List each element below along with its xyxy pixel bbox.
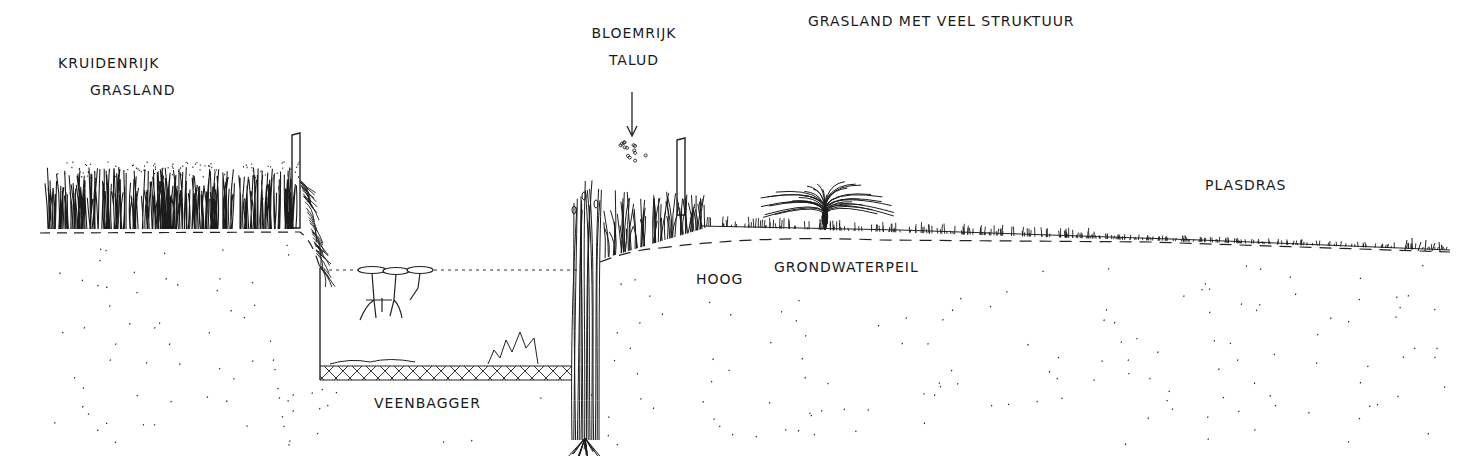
ground-surface [40,232,320,268]
soil-stipple [54,245,1445,445]
reed [569,180,602,456]
label: KRUIDENRIJK GRASLAND [58,50,252,103]
label: HOOG [694,266,745,293]
bottom-vegetation [330,332,538,364]
label: GRONDWATERPEIL [772,254,921,281]
bank-grass [300,181,335,288]
pointer-arrow [627,92,637,136]
peat-sludge-border [320,366,572,380]
label: GRASLAND MET VEEL STRUKTUUR [806,8,1077,35]
seed-heads [57,162,299,178]
slope-vegetation [604,190,705,258]
flowers [619,141,647,162]
label: VEENBAGGER [372,390,483,417]
water-lily [358,267,433,321]
grass-blades [45,167,297,229]
reed-heads [572,192,598,214]
ditch-wall [319,268,320,380]
vegetation [45,141,1447,456]
groundwater-level [600,239,1450,262]
label: BLOEMRIJK TALUD [572,20,696,73]
short-grass [701,216,1447,250]
tuft [1405,238,1440,252]
ground-surface [700,226,1450,250]
peat-sludge [320,366,572,380]
soil-dots [54,245,1445,445]
label: PLASDRAS [1203,172,1288,199]
tussock [761,182,894,230]
